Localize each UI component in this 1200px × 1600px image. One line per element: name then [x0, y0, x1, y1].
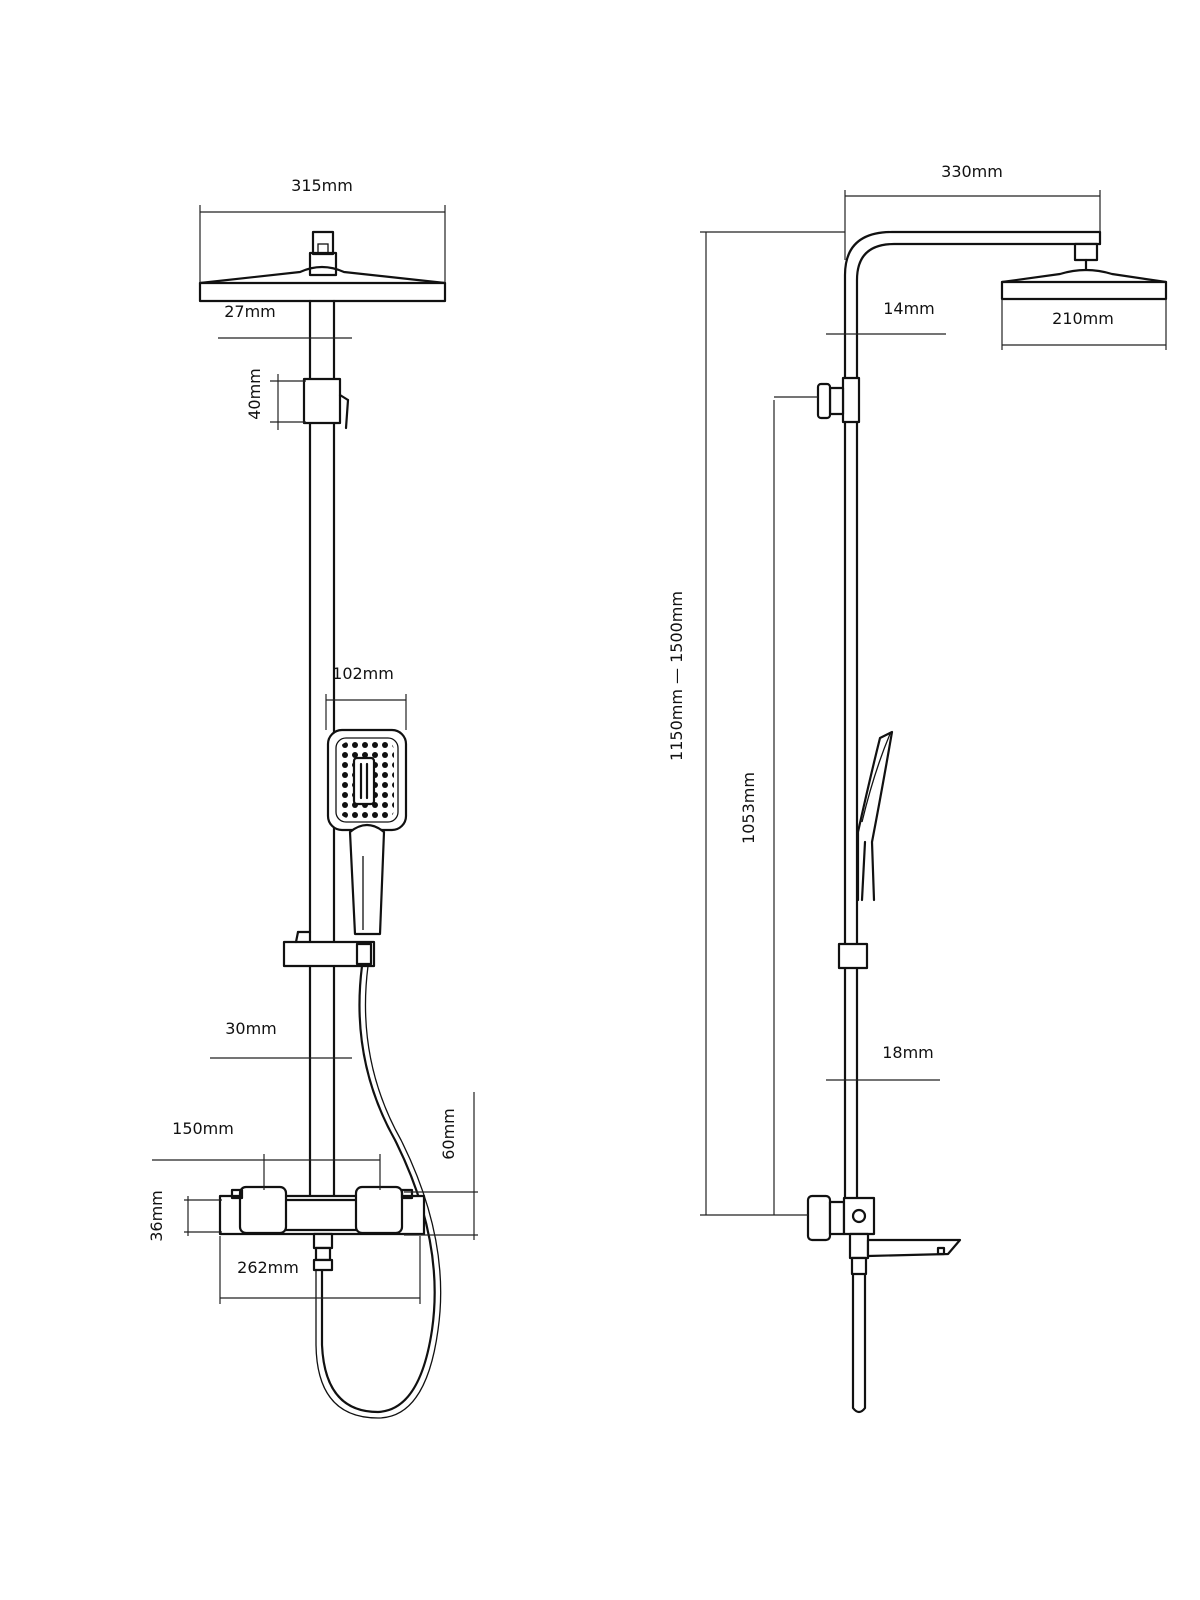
side-upper-bracket — [816, 376, 861, 424]
height-range-label: 1150mm — 1500mm — [667, 591, 686, 761]
side-slide-holder — [837, 942, 869, 970]
side-view: 330mm 14mm 210mm 1150mm — 1500mm 1053mm … — [667, 162, 1168, 1414]
side-dimensions — [700, 190, 1167, 1216]
arm-reach-label: 330mm — [941, 162, 1003, 181]
arm-outer — [843, 230, 1102, 1202]
side-hand-shower — [856, 730, 894, 902]
lower-pipe-diameter-label: 30mm — [225, 1019, 277, 1038]
thermostatic-mixer — [218, 1185, 426, 1272]
inlet-centers-label: 150mm — [172, 1119, 234, 1138]
arm-inner — [855, 242, 1102, 1202]
overhead-diameter-label: 210mm — [1052, 309, 1114, 328]
outlet-height-label: 60mm — [439, 1108, 458, 1160]
pipe-diameter-label: 27mm — [224, 302, 276, 321]
hose — [320, 964, 436, 1414]
side-mixer — [806, 1194, 962, 1414]
holder-height-label: 40mm — [245, 368, 264, 420]
slide-holder — [282, 930, 376, 968]
body-width-label: 262mm — [237, 1258, 299, 1277]
upper-bracket — [302, 377, 350, 430]
overhead-width-label: 315mm — [291, 176, 353, 195]
hand-shower — [326, 728, 408, 936]
front-view: 315mm 27mm 40mm 102mm 30mm 150mm 60mm 36… — [147, 176, 478, 1419]
rail-length-label: 1053mm — [739, 772, 758, 844]
side-overhead-head — [1000, 242, 1168, 301]
lower-pipe-diameter-side-label: 18mm — [882, 1043, 934, 1062]
body-height-label: 36mm — [147, 1190, 166, 1242]
overhead-shower-head — [198, 230, 447, 303]
front-dimensions — [152, 205, 478, 1304]
handset-width-label: 102mm — [332, 664, 394, 683]
hose-inner — [315, 965, 442, 1419]
upper-pipe-diameter-label: 14mm — [883, 299, 935, 318]
